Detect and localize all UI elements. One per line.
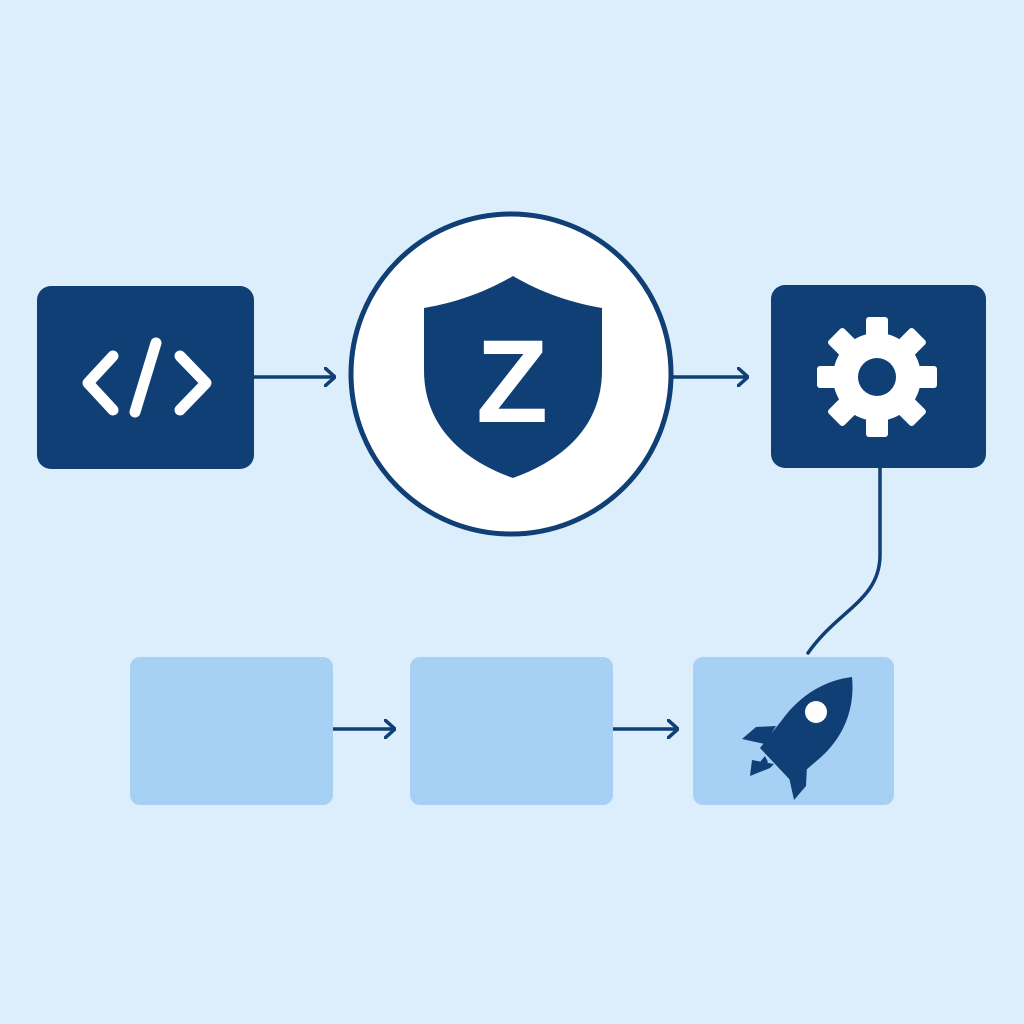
code-node (37, 286, 254, 469)
code-icon (82, 337, 212, 418)
rocket-icon (742, 677, 853, 800)
shield-icon (424, 276, 602, 478)
rocket-body (760, 677, 853, 782)
step-box-1 (130, 657, 333, 805)
rocket-fin-bottom (789, 766, 807, 800)
gear-icon (817, 317, 937, 437)
rocket-fin-left (742, 726, 776, 744)
step-box-2 (410, 657, 613, 805)
settings-node (771, 285, 986, 468)
security-node: Z (348, 211, 674, 537)
deploy-node (693, 657, 894, 805)
connector-gear-to-rocket (806, 466, 882, 655)
rocket-exhaust-2 (750, 760, 774, 776)
shield-letter: Z (476, 316, 548, 448)
rocket-window (805, 701, 827, 723)
